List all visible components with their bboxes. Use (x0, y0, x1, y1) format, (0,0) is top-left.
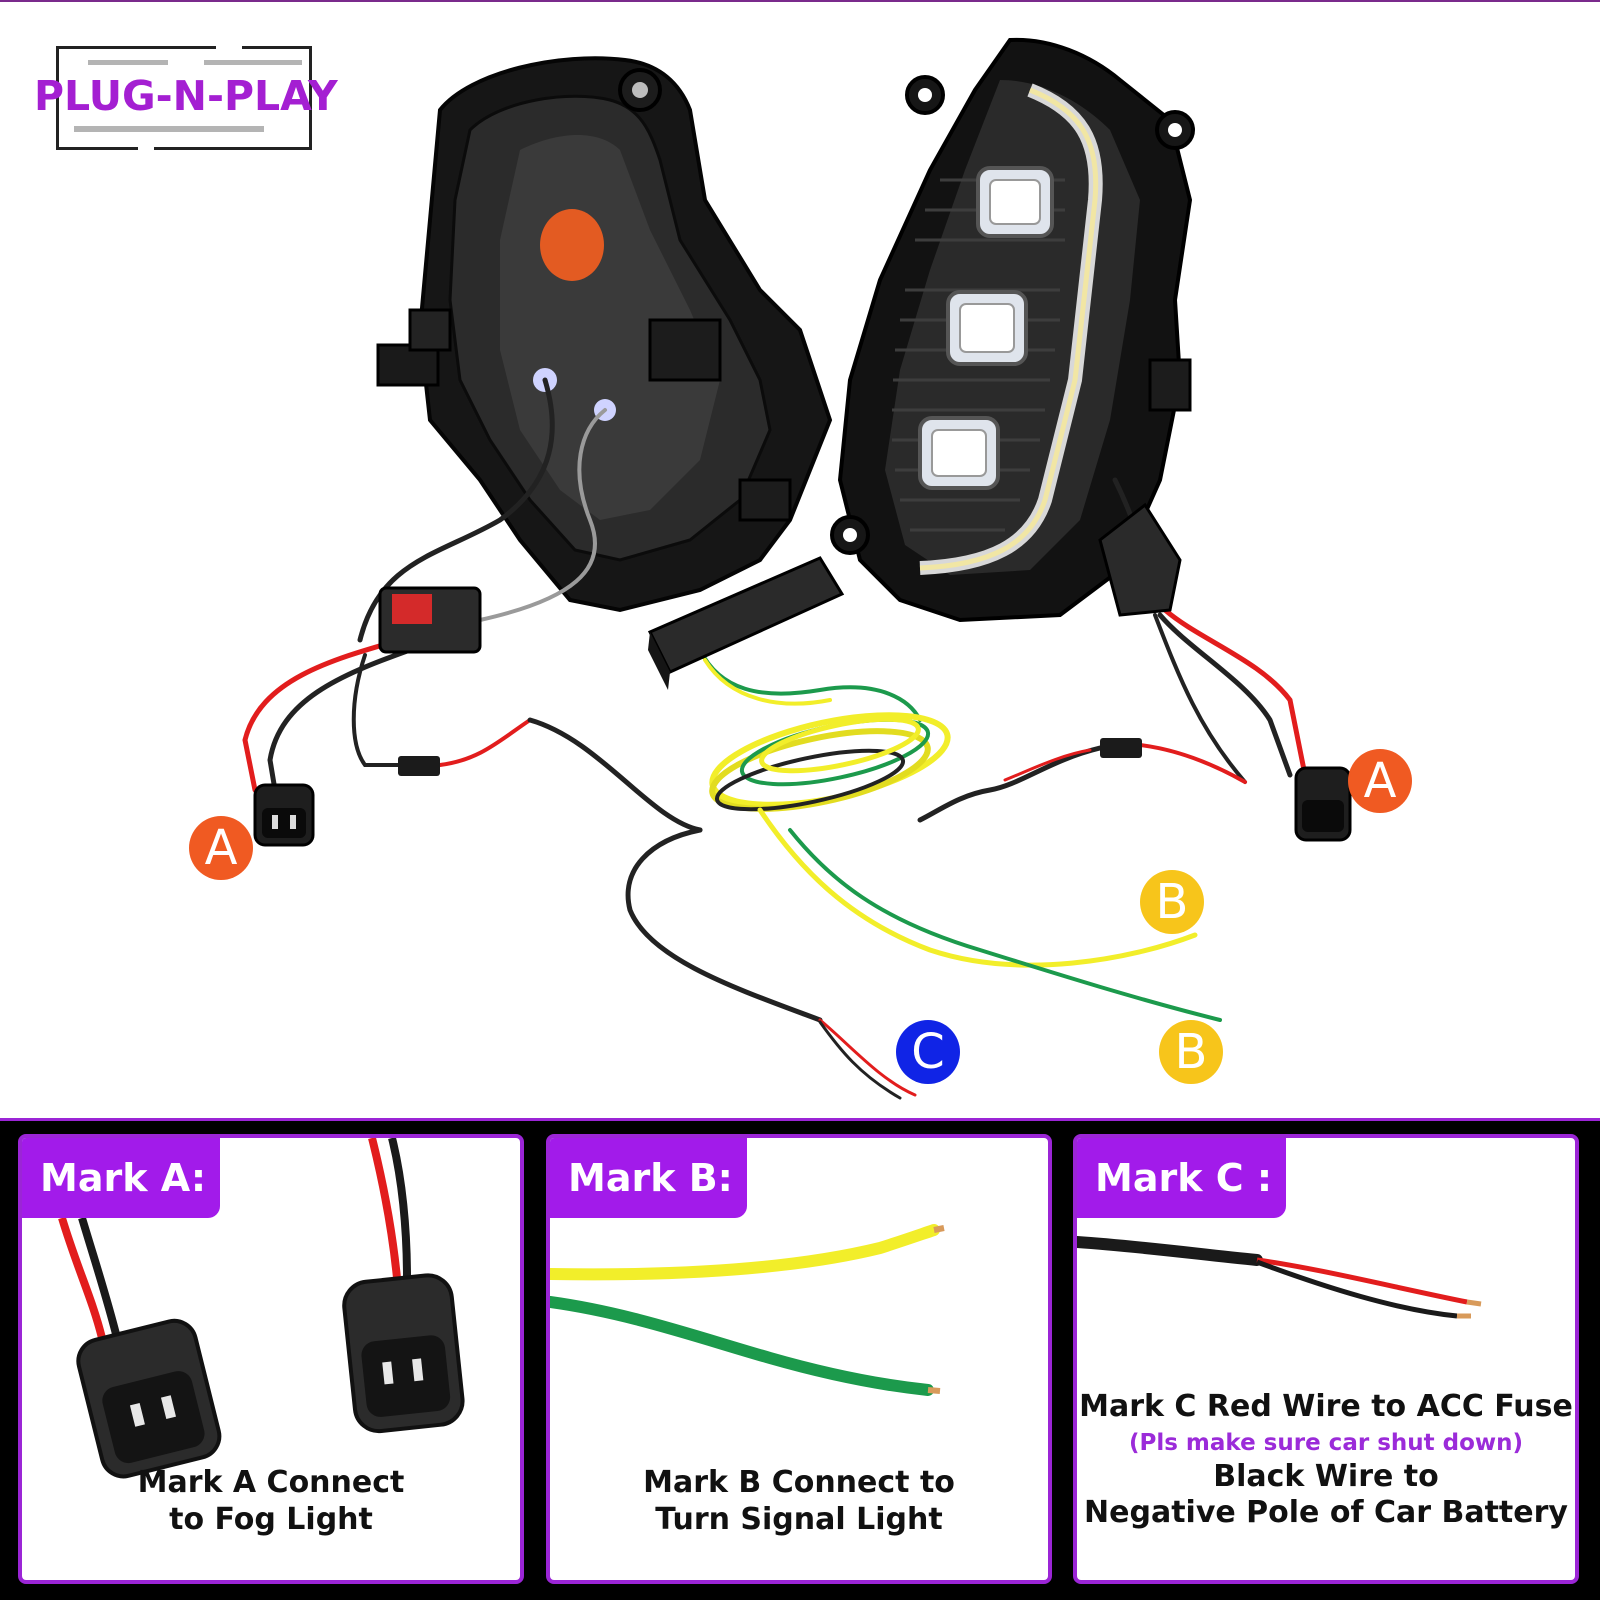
signal-wires-closeup (550, 1224, 945, 1396)
plug-n-play-badge: PLUG-N-PLAY (34, 42, 338, 154)
mark-b-caption-line-1: Mark B Connect to (643, 1465, 955, 1500)
marker-b-upper: B (1140, 870, 1204, 934)
left-relay-box (378, 586, 482, 654)
mark-a-tag: Mark A: (22, 1138, 221, 1218)
marker-a-left: A (189, 816, 253, 880)
mark-c-caption-line-1: Mark C Red Wire to ACC Fuse (1079, 1389, 1573, 1424)
marker-a-right: A (1348, 749, 1412, 813)
mark-b-tag: Mark B: (550, 1138, 747, 1218)
left-fog-connector (253, 783, 315, 847)
power-wire-closeup (1077, 1236, 1482, 1319)
mark-a-caption-line-2: to Fog Light (169, 1502, 373, 1537)
right-relay-box (1098, 502, 1182, 617)
right-small-plug (1100, 738, 1142, 758)
mark-c-tag: Mark C : (1077, 1138, 1287, 1218)
left-housing-back (376, 56, 833, 613)
mark-c-safety-note: (Pls make sure car shut down) (1128, 1430, 1524, 1456)
fog-light-product-illustration (242, 37, 1352, 1100)
right-fog-connector (1294, 766, 1352, 842)
mark-a-caption-line-1: Mark A Connect (137, 1465, 405, 1500)
badge-text: PLUG-N-PLAY (34, 72, 338, 120)
mark-b-caption-line-2: Turn Signal Light (655, 1502, 943, 1537)
panel-mark-a: Mark A: Mark A Connect to Fog Light (18, 1134, 524, 1584)
product-photo-area (0, 0, 1600, 2)
marker-b-lower: B (1159, 1020, 1223, 1084)
fog-connector-closeup (58, 1138, 465, 1479)
panel-mark-c: Mark C : Mark C Red Wire to ACC Fuse (Pl… (1073, 1134, 1579, 1584)
mark-c-caption-line-3: Negative Pole of Car Battery (1084, 1495, 1568, 1530)
wiring-harness (242, 377, 1308, 1100)
center-control-box (647, 556, 845, 690)
left-small-plug (398, 756, 440, 776)
mark-c-caption-line-2: Black Wire to (1213, 1459, 1439, 1494)
right-housing-front (830, 37, 1195, 623)
panel-mark-b: Mark B: Mark B Connect to Turn Signal Li… (546, 1134, 1052, 1584)
marker-c: C (896, 1020, 960, 1084)
